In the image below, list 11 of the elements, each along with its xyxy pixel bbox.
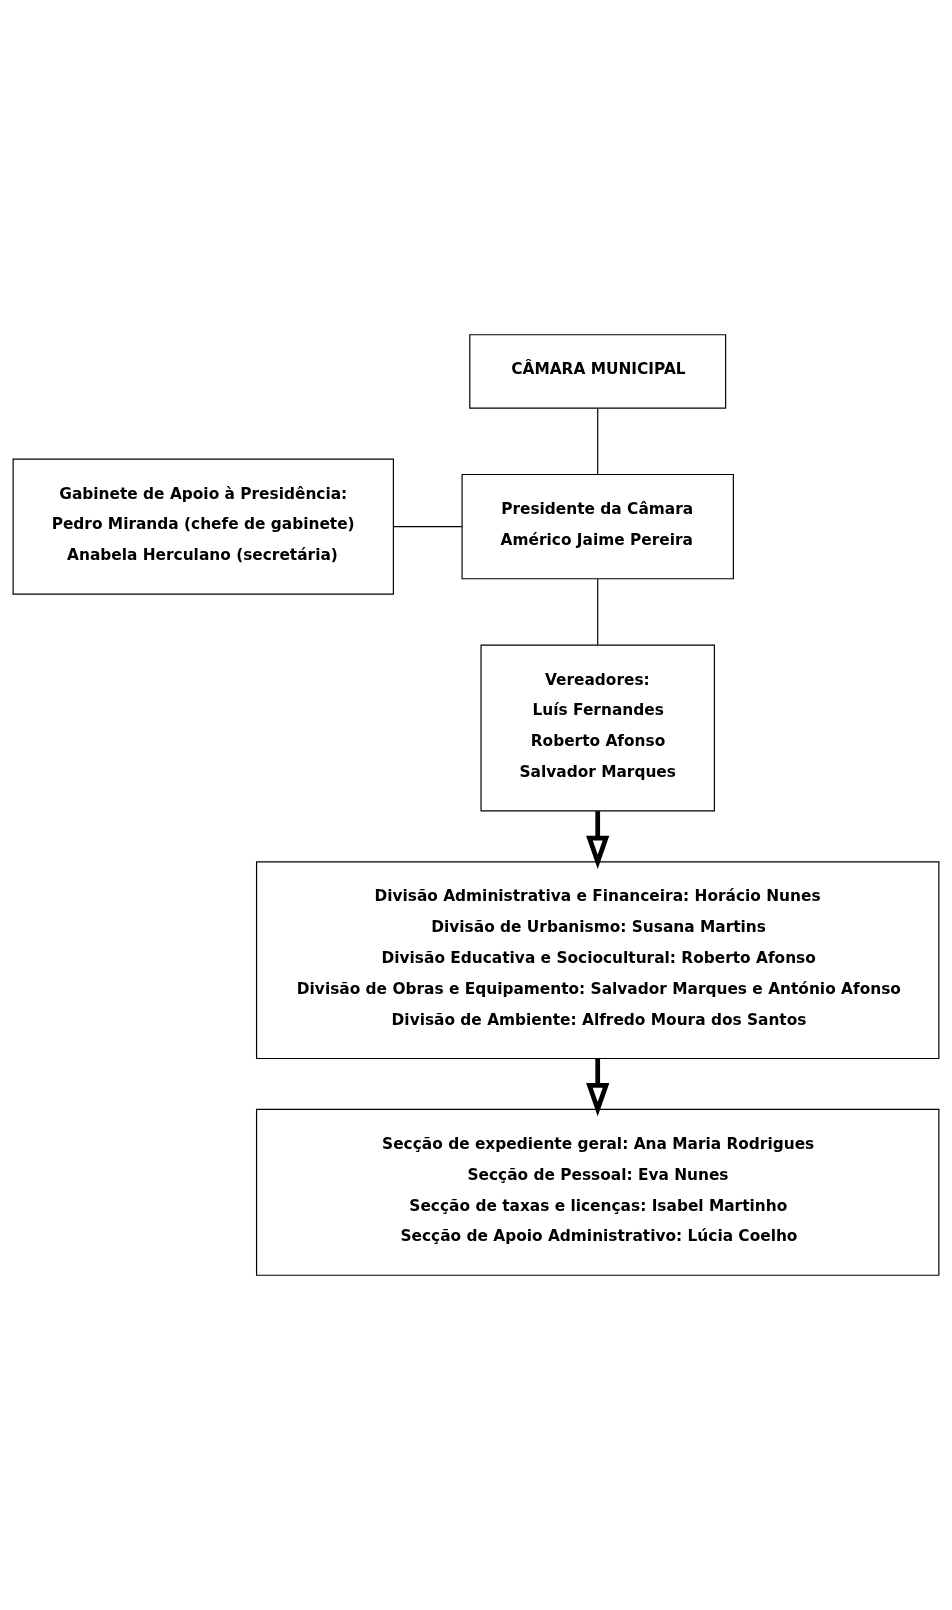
arrow	[586, 1058, 610, 1117]
connector	[597, 578, 599, 646]
node-box: Vereadores: Luís Fernandes Roberto Afonso Salvador Marques	[480, 644, 715, 812]
arrow	[586, 811, 610, 869]
node-box: Divisão Administrativa e Financeira: Horácio Nunes Divisão de Urbanismo: Susana Martins Divisão Educativa e Sociocultural: Roberto Afonso Divisão de Obras e Equipamento: Salvador Marques e António Afonso Divisão de Ambiente: Alfredo Moura dos Santos	[255, 861, 940, 1060]
node-box: Presidente da Câmara Américo Jaime Pereira	[461, 473, 734, 580]
connector	[392, 526, 463, 528]
node-box: Secção de expediente geral: Ana Maria Rodrigues Secção de Pessoal: Eva Nunes Secção de taxas e licenças: Isabel Martinho Secção de Apoio Administrativo: Lúcia Coelho	[255, 1108, 940, 1276]
node-box: CÂMARA MUNICIPAL	[469, 334, 727, 409]
node-box: Gabinete de Apoio à Presidência: Pedro Miranda (chefe de gabinete) Anabela Herculano (secretária)	[12, 458, 394, 595]
connector	[597, 407, 599, 475]
